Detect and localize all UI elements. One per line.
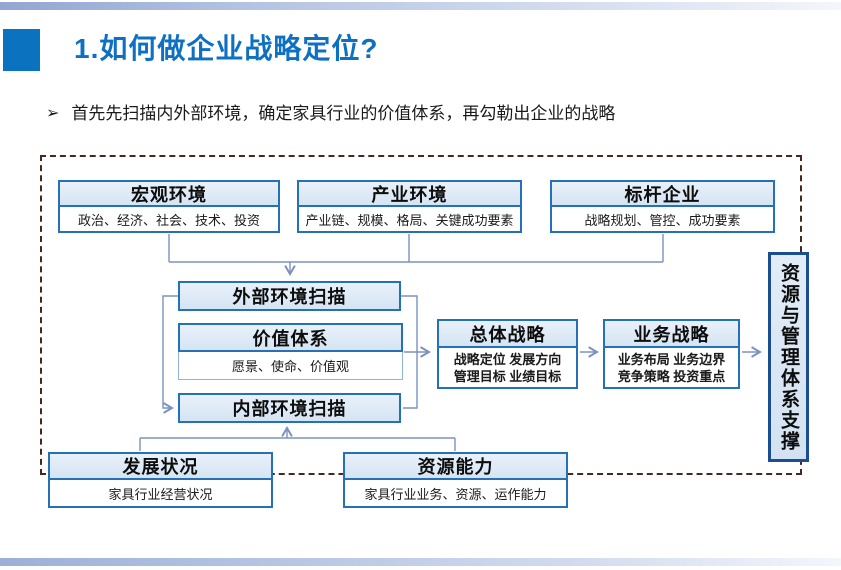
box-resource-capability-title: 资源能力	[343, 452, 568, 480]
box-benchmark-enterprise-detail: 战略规划、管控、成功要素	[550, 207, 775, 233]
box-overall-strategy-title: 总体战略	[437, 319, 578, 348]
box-value-system-detail: 愿景、使命、价值观	[178, 352, 403, 380]
business-strategy-detail-line1: 业务布局 业务边界	[617, 351, 726, 367]
box-business-strategy: 业务战略 业务布局 业务边界 竞争策略 投资重点	[603, 319, 740, 389]
box-benchmark-enterprise: 标杆企业 战略规划、管控、成功要素	[550, 180, 775, 233]
box-development-status-detail: 家具行业经营状况	[48, 480, 273, 508]
business-strategy-detail-line2: 竞争策略 投资重点	[617, 368, 726, 384]
box-resource-management-support: 资源与管理体系支撑	[768, 252, 809, 462]
box-industry-environment: 产业环境 产业链、规模、格局、关键成功要素	[297, 180, 522, 233]
box-value-system: 价值体系 愿景、使命、价值观	[178, 323, 403, 380]
bullet-arrow-icon: ➢	[46, 105, 60, 122]
support-box-text: 资源与管理体系支撑	[778, 262, 799, 452]
box-development-status: 发展状况 家具行业经营状况	[48, 452, 273, 508]
box-overall-strategy-detail: 战略定位 发展方向 管理目标 业绩目标	[437, 348, 578, 389]
top-accent-bar	[0, 2, 841, 10]
box-macro-environment-detail: 政治、经济、社会、技术、投资	[58, 207, 280, 233]
bullet-line: ➢ 首先先扫描内外部环境，确定家具行业的价值体系，再勾勒出企业的战略	[46, 103, 615, 125]
box-macro-environment: 宏观环境 政治、经济、社会、技术、投资	[58, 180, 280, 233]
box-industry-environment-detail: 产业链、规模、格局、关键成功要素	[297, 207, 522, 233]
box-macro-environment-title: 宏观环境	[58, 180, 280, 207]
box-internal-scan: 内部环境扫描	[178, 393, 401, 423]
box-external-scan: 外部环境扫描	[178, 281, 401, 311]
overall-strategy-detail-line2: 管理目标 业绩目标	[453, 368, 562, 384]
box-benchmark-enterprise-title: 标杆企业	[550, 180, 775, 207]
box-industry-environment-title: 产业环境	[297, 180, 522, 207]
bullet-text: 首先先扫描内外部环境，确定家具行业的价值体系，再勾勒出企业的战略	[71, 104, 616, 123]
box-development-status-title: 发展状况	[48, 452, 273, 480]
box-resource-capability-detail: 家具行业业务、资源、运作能力	[343, 480, 568, 508]
box-value-system-title: 价值体系	[178, 323, 403, 352]
box-business-strategy-title: 业务战略	[603, 319, 740, 348]
title-accent-square	[3, 29, 40, 71]
box-business-strategy-detail: 业务布局 业务边界 竞争策略 投资重点	[603, 348, 740, 389]
bottom-accent-bar	[0, 558, 841, 566]
overall-strategy-detail-line1: 战略定位 发展方向	[453, 351, 562, 367]
page-title: 1.如何做企业战略定位?	[74, 33, 379, 64]
box-resource-capability: 资源能力 家具行业业务、资源、运作能力	[343, 452, 568, 508]
box-overall-strategy: 总体战略 战略定位 发展方向 管理目标 业绩目标	[437, 319, 578, 389]
